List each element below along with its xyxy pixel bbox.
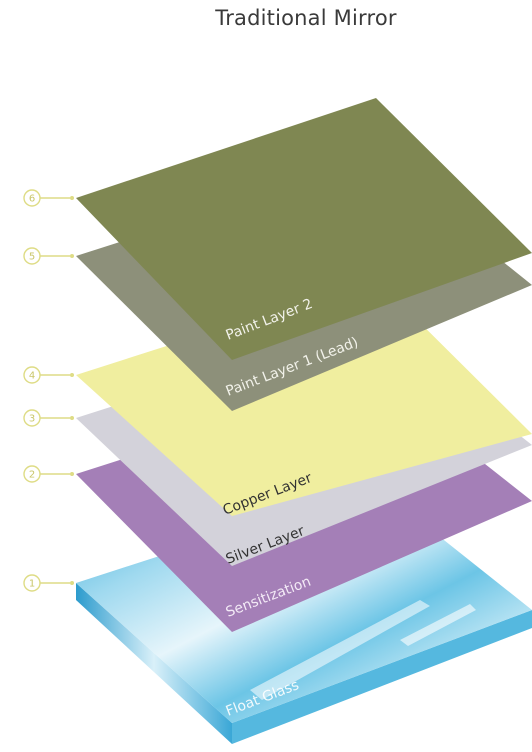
float-glass-side-left	[76, 583, 232, 744]
marker-4-number: 4	[29, 371, 35, 382]
marker-1-number: 1	[29, 579, 35, 590]
marker-1: 1	[23, 574, 74, 592]
marker-5-number: 5	[29, 252, 35, 263]
marker-6-number: 6	[29, 194, 35, 205]
float-glass-highlight	[250, 600, 430, 700]
marker-2-number: 2	[29, 470, 35, 481]
marker-5: 5	[23, 247, 74, 265]
float-glass-highlight-2	[400, 604, 476, 646]
float-glass-side-right	[232, 610, 532, 744]
marker-3-number: 3	[29, 414, 35, 425]
diagram-title: Traditional Mirror	[215, 6, 397, 30]
marker-2: 2	[23, 465, 74, 483]
layer-copper	[76, 279, 532, 516]
marker-3: 3	[23, 409, 74, 427]
marker-6: 6	[23, 189, 74, 207]
marker-4: 4	[23, 366, 74, 384]
layer-paint-2	[76, 98, 532, 360]
